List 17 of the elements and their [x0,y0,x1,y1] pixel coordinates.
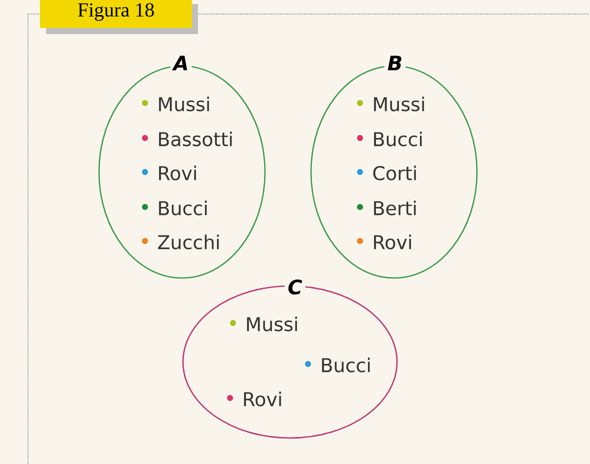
list-item: Bucci [142,200,207,216]
list-item: Berti [357,200,416,216]
list-item: Bucci [357,132,422,146]
list-item: Bucci [305,358,370,372]
list-item: Mussi [142,96,209,112]
list-item: Rovi [142,166,196,180]
set-label: C [284,276,306,298]
list-item: Rovi [357,234,411,250]
list-item: Bassotti [142,132,232,146]
list-item: Mussi [230,316,297,332]
set-label: A [170,52,192,74]
list-item: Rovi [227,392,281,406]
list-item: Zucchi [142,234,219,250]
list-item: Mussi [357,96,424,112]
list-item: Corti [357,166,416,180]
title-tab: Figura 18 [40,0,198,34]
set-label: B [384,52,406,74]
